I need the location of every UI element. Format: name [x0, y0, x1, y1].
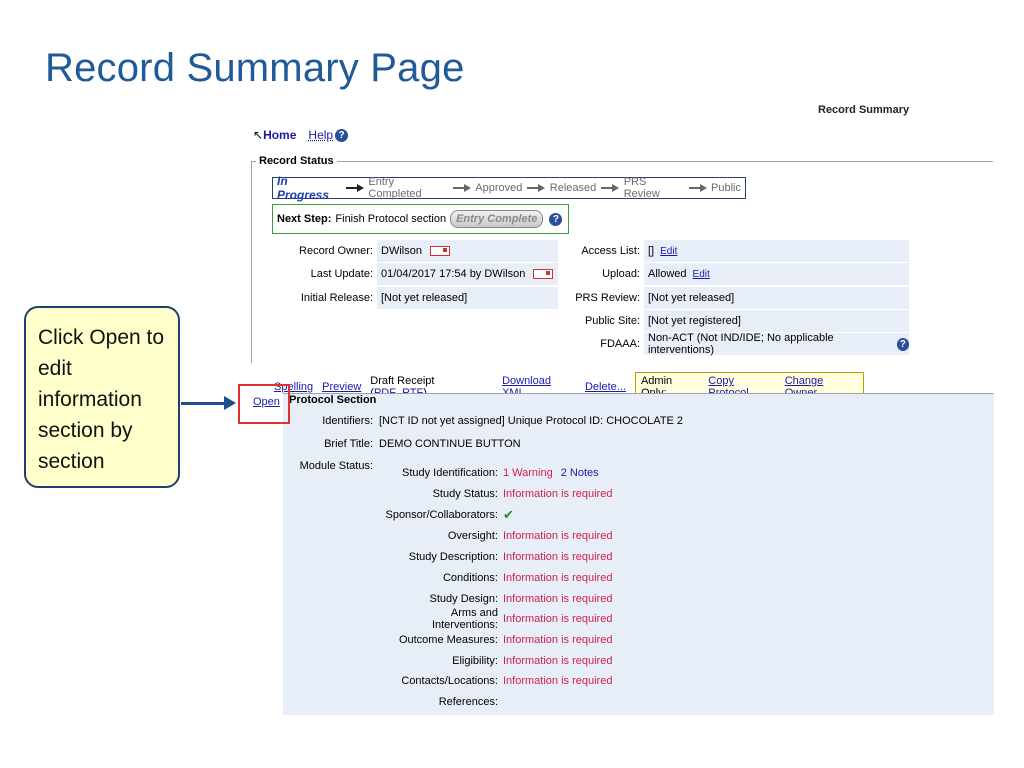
- prs-review-value: [Not yet released]: [644, 287, 909, 309]
- preview-link[interactable]: Preview: [322, 381, 362, 393]
- prs-review-key: PRS Review:: [575, 292, 640, 304]
- module-row[interactable]: Study Status: Information is required: [432, 488, 613, 500]
- status-approved: Approved: [475, 182, 523, 194]
- last-update-row: Last Update: 01/04/2017 17:54 by DWilson: [297, 263, 558, 285]
- identifiers-row: Identifiers: [NCT ID not yet assigned] U…: [283, 415, 683, 427]
- home-arrow-icon: ↖: [253, 128, 264, 143]
- help-link[interactable]: Help?: [308, 128, 349, 143]
- arrow-right-icon: [527, 184, 546, 192]
- arrow-right-icon: [452, 184, 472, 192]
- module-row[interactable]: Oversight: Information is required: [447, 530, 613, 542]
- callout-arrow-shaft: [181, 402, 231, 405]
- mail-icon[interactable]: [533, 269, 554, 279]
- initial-release-row: Initial Release: [Not yet released]: [297, 287, 558, 309]
- brief-title-row: Brief Title: DEMO CONTINUE BUTTON: [283, 438, 521, 450]
- warning-count: 1 Warning: [503, 467, 553, 479]
- access-list-key: Access List:: [581, 245, 640, 257]
- module-status-key: Module Status:: [299, 460, 373, 472]
- identifiers-key: Identifiers:: [322, 415, 373, 427]
- instruction-callout: Click Open to edit information section b…: [24, 306, 180, 488]
- help-icon[interactable]: ?: [335, 129, 349, 143]
- status-required: Information is required: [503, 655, 613, 667]
- public-site-value: [Not yet registered]: [644, 310, 909, 332]
- slide-title: Record Summary Page: [45, 46, 465, 90]
- protocol-section-panel: Protocol Section: [283, 393, 994, 715]
- record-owner-key: Record Owner:: [299, 245, 373, 257]
- upload-key: Upload:: [602, 268, 640, 280]
- module-row[interactable]: Eligibility: Information is required: [452, 655, 613, 667]
- record-owner-row: Record Owner: DWilson: [297, 240, 558, 262]
- status-in-progress: In Progress: [277, 174, 330, 202]
- status-public: Public: [711, 182, 741, 194]
- delete-link[interactable]: Delete...: [584, 381, 626, 393]
- next-step-box: Next Step: Finish Protocol section Entry…: [272, 204, 569, 234]
- module-row[interactable]: Arms and Interventions: Information is r…: [431, 607, 613, 631]
- status-released: Released: [549, 182, 597, 194]
- mail-icon[interactable]: [429, 246, 450, 256]
- module-row[interactable]: Sponsor/Collaborators: ✔: [385, 507, 514, 522]
- callout-arrow-icon: [224, 396, 236, 410]
- record-owner-value: DWilson: [381, 245, 422, 257]
- status-prs-review: PRS Review: [623, 176, 660, 200]
- help-icon[interactable]: ?: [896, 337, 909, 351]
- module-row[interactable]: Study Description: Information is requir…: [408, 551, 613, 563]
- notes-count: 2 Notes: [560, 467, 599, 479]
- arrow-right-icon: [345, 184, 365, 192]
- fdaaa-key: FDAAA:: [600, 338, 640, 350]
- arrow-right-icon: [601, 184, 620, 192]
- upload-row: Upload: Allowed Edit: [575, 263, 909, 285]
- last-update-key: Last Update:: [310, 268, 373, 280]
- status-chain: In Progress Entry Completed Approved Rel…: [272, 174, 746, 202]
- module-row[interactable]: Study Design: Information is required: [429, 593, 613, 605]
- record-status-panel: Record Status: [251, 155, 993, 363]
- home-link[interactable]: ↖Home: [253, 128, 297, 143]
- upload-value: Allowed: [648, 268, 687, 280]
- status-required: Information is required: [503, 572, 613, 584]
- status-required: Information is required: [503, 593, 613, 605]
- access-list-value: []: [648, 245, 655, 257]
- initial-release-key: Initial Release:: [300, 292, 373, 304]
- access-list-edit-link[interactable]: Edit: [660, 245, 678, 257]
- access-list-row: Access List: [] Edit: [575, 240, 909, 262]
- help-icon[interactable]: ?: [549, 212, 563, 226]
- module-row[interactable]: Study Identification: 1 Warning 2 Notes: [401, 467, 599, 479]
- entry-complete-button[interactable]: Entry Complete: [450, 210, 544, 228]
- last-update-value: 01/04/2017 17:54 by DWilson: [381, 268, 526, 280]
- checkmark-icon: ✔: [503, 507, 514, 522]
- module-row[interactable]: Conditions: Information is required: [442, 572, 613, 584]
- public-site-key: Public Site:: [584, 315, 640, 327]
- module-row[interactable]: Outcome Measures: Information is require…: [398, 634, 613, 646]
- brief-title-key: Brief Title:: [324, 438, 373, 450]
- module-row[interactable]: References:: [438, 696, 498, 708]
- module-status-row: Module Status:: [283, 460, 379, 472]
- fdaaa-value: Non-ACT (Not IND/IDE; No applicable inte…: [648, 332, 834, 356]
- arrow-right-icon: [688, 184, 708, 192]
- status-entry-completed: Entry Completed: [368, 176, 422, 200]
- protocol-section-title: Protocol Section: [289, 394, 377, 406]
- status-required: Information is required: [503, 530, 613, 542]
- open-link[interactable]: Open: [253, 396, 280, 408]
- brief-title-value: DEMO CONTINUE BUTTON: [379, 438, 521, 450]
- prs-review-row: PRS Review: [Not yet released]: [575, 287, 909, 309]
- status-required: Information is required: [503, 613, 613, 625]
- next-step-text: Finish Protocol section: [335, 213, 447, 225]
- divider: [283, 393, 994, 394]
- initial-release-value: [Not yet released]: [377, 287, 558, 309]
- status-required: Information is required: [503, 551, 613, 563]
- fdaaa-row: FDAAA: Non-ACT (Not IND/IDE; No applicab…: [575, 332, 909, 356]
- module-row[interactable]: Contacts/Locations: Information is requi…: [401, 675, 613, 687]
- upload-edit-link[interactable]: Edit: [692, 268, 710, 280]
- record-summary-header: Record Summary: [818, 104, 910, 116]
- top-nav: ↖Home Help?: [253, 128, 349, 143]
- next-step-label: Next Step:: [277, 213, 332, 225]
- identifiers-value: [NCT ID not yet assigned] Unique Protoco…: [379, 415, 684, 427]
- status-required: Information is required: [503, 675, 613, 687]
- open-highlight-box: [238, 384, 290, 424]
- status-required: Information is required: [503, 488, 613, 500]
- status-required: Information is required: [503, 634, 613, 646]
- public-site-row: Public Site: [Not yet registered]: [575, 310, 909, 332]
- record-status-legend: Record Status: [256, 155, 337, 167]
